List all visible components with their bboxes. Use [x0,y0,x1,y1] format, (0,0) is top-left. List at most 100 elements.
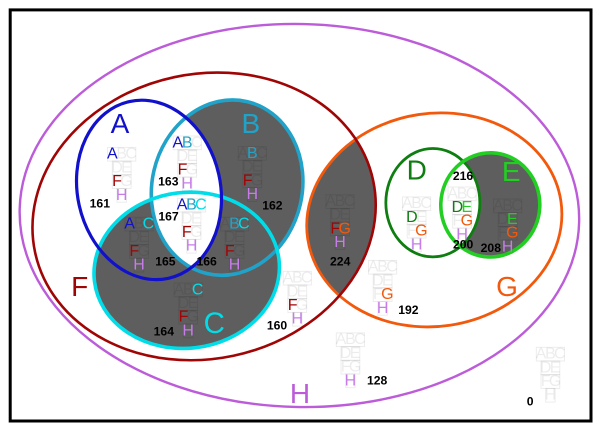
svg-text:G: G [461,213,473,230]
svg-text:B: B [242,108,261,139]
svg-text:F: F [373,286,383,303]
svg-text:E: E [191,210,202,227]
svg-text:C: C [344,193,356,210]
svg-text:A: A [177,197,188,214]
svg-text:A: A [220,216,231,233]
svg-text:H: H [290,378,310,409]
svg-text:B: B [182,134,193,151]
svg-text:D: D [178,295,190,312]
svg-text:C: C [511,197,523,214]
svg-text:D: D [407,155,427,186]
svg-text:B: B [502,197,513,214]
svg-text:A: A [493,197,504,214]
svg-text:E: E [187,148,198,165]
svg-text:G: G [251,172,263,189]
svg-text:G: G [120,173,132,190]
svg-text:G: G [338,220,350,237]
svg-text:E: E [507,211,518,228]
svg-text:167: 167 [158,210,179,224]
svg-text:B: B [186,197,197,214]
svg-text:C: C [301,270,313,287]
svg-text:G: G [349,359,361,376]
svg-text:E: E [416,209,427,226]
svg-text:B: B [457,185,468,202]
svg-text:H: H [345,372,357,389]
svg-text:C: C [192,281,204,298]
svg-text:0: 0 [527,395,534,409]
svg-text:F: F [243,172,253,189]
svg-text:G: G [415,223,427,240]
svg-text:C: C [191,134,203,151]
svg-text:D: D [452,199,464,216]
svg-text:A: A [173,281,184,298]
svg-text:B: B [229,216,240,233]
svg-text:B: B [377,259,388,276]
svg-text:D: D [111,159,123,176]
svg-text:A: A [325,193,336,210]
svg-text:F: F [178,162,188,179]
svg-text:D: D [181,210,193,227]
svg-text:B: B [183,281,194,298]
svg-text:F: F [179,309,189,326]
svg-text:D: D [129,229,141,246]
svg-text:128: 128 [367,374,388,388]
svg-text:A: A [447,185,458,202]
svg-text:A: A [283,270,294,287]
svg-text:H: H [545,387,557,404]
svg-text:D: D [287,283,299,300]
svg-text:B: B [292,270,303,287]
svg-text:C: C [386,259,398,276]
svg-text:D: D [540,359,552,376]
svg-text:D: D [372,272,384,289]
svg-text:160: 160 [267,319,288,333]
svg-text:D: D [406,209,418,226]
svg-text:H: H [181,175,193,192]
svg-text:F: F [288,297,298,314]
svg-text:G: G [187,309,199,326]
svg-text:A: A [536,346,547,363]
svg-text:G: G [496,271,518,302]
svg-text:E: E [502,156,521,187]
svg-text:C: C [195,197,207,214]
svg-text:B: B [134,216,145,233]
svg-text:E: E [252,159,263,176]
svg-text:B: B [247,145,258,162]
svg-text:G: G [506,225,518,242]
svg-text:F: F [453,213,463,230]
svg-text:E: E [234,229,245,246]
svg-text:G: G [549,373,561,390]
svg-text:C: C [143,216,155,233]
svg-text:A: A [111,108,130,139]
svg-text:A: A [124,216,135,233]
svg-text:C: C [256,145,268,162]
svg-text:H: H [292,311,304,328]
svg-text:E: E [461,199,472,216]
svg-text:H: H [377,300,389,317]
svg-text:A: A [402,195,413,212]
svg-text:G: G [381,286,393,303]
svg-text:C: C [466,185,478,202]
svg-text:F: F [182,224,192,241]
svg-text:E: E [121,159,132,176]
svg-text:E: E [382,272,393,289]
svg-text:F: F [330,220,340,237]
svg-text:E: E [550,359,561,376]
svg-text:F: F [341,359,351,376]
svg-text:208: 208 [481,241,502,255]
svg-text:G: G [186,162,198,179]
svg-text:H: H [247,186,259,203]
svg-text:A: A [107,146,118,163]
svg-text:200: 200 [453,238,474,252]
svg-text:D: D [242,159,254,176]
svg-text:C: C [204,307,225,340]
svg-text:F: F [71,271,88,302]
svg-text:166: 166 [196,255,217,269]
svg-text:192: 192 [398,303,419,317]
svg-text:162: 162 [262,199,283,213]
svg-text:C: C [420,195,432,212]
svg-text:E: E [188,295,199,312]
svg-text:C: C [354,331,366,348]
svg-text:D: D [224,229,236,246]
svg-text:H: H [411,236,423,253]
svg-text:165: 165 [155,255,176,269]
